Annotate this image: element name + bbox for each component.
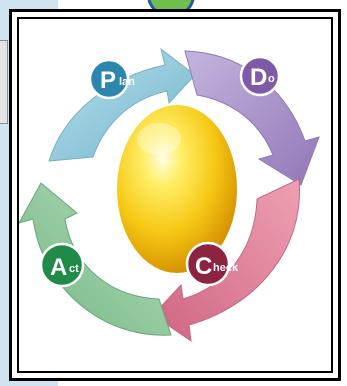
do-small-text: o — [268, 73, 275, 85]
check-big-letter: C — [195, 253, 212, 280]
act-small-text: ct — [69, 263, 79, 275]
check-small-text: heck — [213, 262, 239, 274]
act-big-letter: A — [50, 254, 67, 281]
act-badge: A ct — [41, 244, 83, 286]
do-badge: D o — [241, 57, 279, 95]
plan-big-letter: P — [100, 67, 116, 94]
sphere-highlight — [137, 123, 181, 155]
plan-small-text: lan — [119, 76, 135, 88]
do-big-letter: D — [250, 64, 267, 91]
pdca-cycle-diagram: P lan D o C heck A ct — [19, 19, 331, 371]
side-tab[interactable] — [0, 40, 8, 124]
